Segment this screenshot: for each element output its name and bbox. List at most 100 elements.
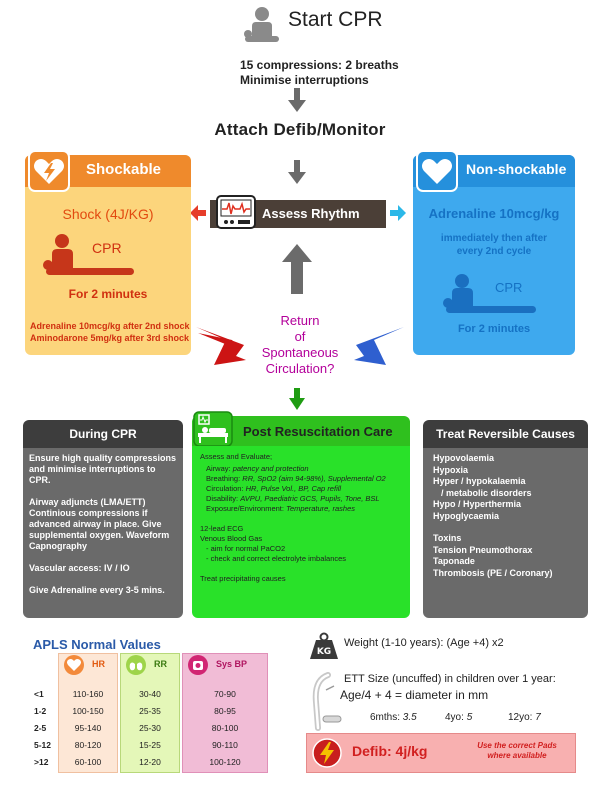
breathing-label: Breathing: xyxy=(206,474,241,483)
circulation-label: Circulation: xyxy=(206,484,244,493)
ecg-line: 12-lead ECG xyxy=(200,524,244,533)
ecg-monitor-icon xyxy=(216,195,256,229)
apls-row: 1-2 100-150 25-35 80-95 xyxy=(30,706,270,722)
during-cpr-point: Vascular access: IV / IO xyxy=(29,563,130,573)
exposure-line: Exposure/Environment: Temperature, rashe… xyxy=(200,504,402,514)
h-cause-item: Hypoxia xyxy=(433,464,469,475)
weight-formula: Weight (1-10 years): (Age +4) x2 xyxy=(344,637,504,649)
drug-note: Aminodarone 5mg/kg after 3rd shock xyxy=(30,333,190,343)
apls-cell-hr: 110-160 xyxy=(72,689,104,699)
h-cause-item: Hypo / Hyperthermia xyxy=(433,499,522,509)
arrow-diag-nonshockable xyxy=(354,327,404,365)
rosc-question: Return of Spontaneous Circulation? xyxy=(0,313,600,377)
cycle-line: 15 compressions: 2 breaths xyxy=(240,58,399,72)
ett-size-6mths: 6mths: 3.5 xyxy=(370,712,417,723)
heart-icon xyxy=(416,150,458,192)
flow-arrows xyxy=(190,88,406,410)
disability-line: Disability: AVPU, Paediatric GCS, Pupils… xyxy=(200,494,402,504)
defib-dose: Defib: 4j/kg xyxy=(352,743,428,759)
cpr-figure-icon xyxy=(443,274,536,313)
cpr-figure-icon xyxy=(43,234,134,275)
arrow-left-shockable xyxy=(190,205,206,221)
kg-icon-text: KG xyxy=(317,647,331,657)
apls-cell-age: 2-5 xyxy=(34,723,47,733)
arrow-down-green xyxy=(289,388,305,410)
defib-pads-note: Use the correct Pads where available xyxy=(462,741,572,761)
ett-formula: Age/4 + 4 = diameter in mm xyxy=(340,688,489,702)
apls-cell-hr: 95-140 xyxy=(74,723,102,733)
heart-icon xyxy=(64,655,84,675)
hospital-bed-icon xyxy=(193,411,233,447)
apls-title: APLS Normal Values xyxy=(33,637,161,652)
h-cause-item: Hypoglycaemia xyxy=(433,510,500,521)
timing-line: immediately then after xyxy=(440,233,548,244)
post-care-body: Assess and Evaluate; Airway: patency and… xyxy=(192,446,410,618)
apls-cell-hr: 60-100 xyxy=(74,757,102,767)
heart-lightning-icon xyxy=(28,150,70,192)
nonshockable-cpr-label: CPR xyxy=(495,280,523,295)
cycle-line: Minimise interruptions xyxy=(240,73,369,87)
circulation-line: Circulation: HR, Pulse Vol., BP, Cap ref… xyxy=(200,484,402,494)
apls-cell-hr: 80-120 xyxy=(74,740,102,750)
cpr-person-icon xyxy=(244,7,279,42)
during-cpr-body: Ensure high quality compressions and min… xyxy=(23,448,183,618)
lightning-icon xyxy=(312,738,342,768)
h-cause-item: Hyper / hypokalaemia xyxy=(433,476,526,486)
shock-dose-text: Shock (4J/KG) xyxy=(62,206,154,222)
apls-cell-age: >12 xyxy=(34,757,49,767)
during-cpr-point: Airway adjuncts (LMA/ETT) Continious com… xyxy=(29,497,170,551)
arrow-right-nonshockable xyxy=(390,205,406,221)
ett-size-4yo: 4yo: 5 xyxy=(445,712,472,723)
during-cpr-point: Ensure high quality compressions and min… xyxy=(29,453,177,485)
vbg-item: - aim for normal PaCO2 xyxy=(206,544,286,553)
attach-defib-title: Attach Defib/Monitor xyxy=(214,120,386,139)
bp-header: Sys BP xyxy=(216,659,248,669)
ett-age-label: 4yo: xyxy=(445,712,464,723)
rosc-line: Circulation? xyxy=(265,361,335,376)
treat-causes-line: Treat precipitating causes xyxy=(200,574,286,583)
nonshockable-title: Non-shockable xyxy=(466,161,567,177)
adrenaline-dose-text: Adrenaline 10mcg/kg xyxy=(428,206,560,221)
adrenaline-timing-note: immediately then after every 2nd cycle xyxy=(413,232,575,258)
t-cause-item: Tension Pneumothorax xyxy=(433,544,533,555)
shockable-duration: For 2 minutes xyxy=(68,287,148,301)
during-cpr-header: During CPR xyxy=(23,420,183,448)
apls-cell-hr: 100-150 xyxy=(72,706,104,716)
arrow-down-2 xyxy=(288,160,306,184)
t-cause-item: Thrombosis (PE / Coronary) xyxy=(433,567,553,578)
reversible-causes-header: Treat Reversible Causes xyxy=(423,420,588,448)
defib-banner xyxy=(306,733,576,773)
apls-cell-bp: 80-95 xyxy=(214,706,236,716)
drug-note: Adrenaline 10mcg/kg after 2nd shock xyxy=(30,321,190,331)
nonshockable-duration: For 2 minutes xyxy=(457,323,531,335)
during-cpr-point: Give Adrenaline every 3-5 mins. xyxy=(29,585,165,595)
ett-age-label: 12yo: xyxy=(508,712,533,723)
circulation-value: HR, Pulse Vol., BP, Cap refill xyxy=(245,484,342,493)
ett-age-label: 6mths: xyxy=(370,712,401,723)
ett-size-title: ETT Size (uncuffed) in children over 1 y… xyxy=(344,673,556,685)
ett-size-value: 3.5 xyxy=(402,712,417,723)
apls-cell-rr: 12-20 xyxy=(139,757,161,767)
apls-cell-rr: 25-30 xyxy=(139,723,161,733)
start-cpr-title: Start CPR xyxy=(288,8,383,31)
post-care-title: Post Resuscitation Care xyxy=(243,424,393,439)
breathing-value: RR, SpO2 (aim 94-98%), Supplemental O2 xyxy=(242,474,386,483)
assess-rhythm-label: Assess Rhythm xyxy=(262,206,360,221)
arrow-diag-shockable xyxy=(196,327,246,365)
apls-cell-rr: 25-35 xyxy=(139,706,161,716)
rosc-line: Spontaneous xyxy=(261,345,339,360)
pads-note-line: Use the correct Pads xyxy=(477,741,557,750)
breathing-line: Breathing: RR, SpO2 (aim 94-98%), Supple… xyxy=(200,474,402,484)
apls-cell-bp: 80-100 xyxy=(211,723,239,733)
arrow-up-rosc xyxy=(282,244,312,294)
apls-cell-age: <1 xyxy=(34,689,44,699)
apls-cell-age: 1-2 xyxy=(34,706,47,716)
weight-kg-icon: KG xyxy=(310,632,338,659)
apls-cell-rr: 30-40 xyxy=(139,689,161,699)
vbg-item: - check and correct electrolyte imbalanc… xyxy=(206,554,347,563)
